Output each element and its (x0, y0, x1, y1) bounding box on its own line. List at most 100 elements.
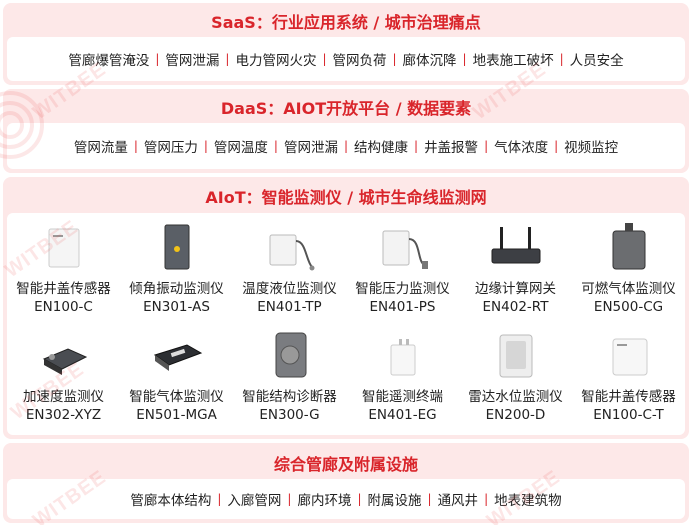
separator: | (322, 52, 327, 66)
separator: | (414, 139, 419, 153)
device-model: EN200-D (485, 407, 546, 423)
device-panel: 智能井盖传感器 EN100-C 倾角振动监测仪 EN301-AS 温度液位监测仪 EN40… (7, 213, 685, 435)
edge-gateway-icon (491, 227, 540, 264)
device-card: 智能遥测终端 EN401-EG (346, 327, 459, 433)
daas-item: 结构健康 (354, 140, 409, 156)
device-model: EN401-EG (368, 407, 437, 423)
device-name: 智能压力监测仪 (355, 281, 450, 297)
device-model: EN301-AS (143, 299, 210, 315)
device-model: EN100-C (34, 299, 93, 315)
base-title: 综合管廊及附属设施 (273, 455, 418, 474)
daas-item: 管网流量 (73, 140, 128, 156)
separator: | (155, 52, 160, 66)
device-model: EN100-C-T (593, 407, 664, 423)
device-card: 温度液位监测仪 EN401-TP (233, 219, 346, 325)
daas-title: DaaS：AIOT开放平台 / 数据要素 (220, 99, 472, 118)
daas-item: 管网泄漏 (283, 140, 338, 156)
accelerometer-icon (42, 348, 87, 375)
device-model: EN401-PS (369, 299, 436, 315)
device-name: 智能井盖传感器 (581, 389, 676, 405)
base-item: 入廊管网 (227, 493, 282, 509)
saas-item: 廊体沉降 (402, 53, 457, 69)
device-model: EN300-G (259, 407, 320, 423)
device-name: 智能气体监测仪 (129, 389, 224, 405)
gas-monitor-icon (612, 223, 645, 270)
radar-level-icon (499, 334, 532, 378)
saas-items: 管廊爆管淹没 | 管网泄漏 | 电力管网火灾 | 管网负荷 | 廊体沉降 | 地表施工破坏 | 人员安全 (7, 37, 685, 81)
device-card: 智能气体监测仪 EN501-MGA (120, 327, 233, 433)
base-item: 通风井 (437, 493, 479, 509)
daas-item: 气体浓度 (494, 140, 549, 156)
saas-item: 管网泄漏 (165, 53, 220, 69)
temp-level-icon (269, 234, 314, 271)
manhole-sensor-icon (48, 228, 79, 268)
base-item: 廊内环境 (297, 493, 352, 509)
device-name: 雷达水位监测仪 (468, 389, 563, 405)
separator: | (133, 139, 138, 153)
device-model: EN500-CG (593, 299, 664, 315)
device-card: 可燃气体监测仪 EN500-CG (572, 219, 685, 325)
device-name: 智能井盖传感器 (16, 281, 111, 297)
device-name: 智能结构诊断器 (242, 389, 337, 405)
base-layer: 综合管廊及附属设施 管廊本体结构|入廊管网|廊内环境|附属设施|通风井|地表建筑… (3, 443, 689, 523)
daas-items: 管网流量|管网压力|管网温度|管网泄漏|结构健康|井盖报警|气体浓度|视频监控 (7, 123, 685, 169)
structure-diagnosis-icon (275, 332, 306, 378)
separator: | (559, 52, 564, 66)
separator: | (484, 492, 489, 506)
base-item: 地表建筑物 (494, 493, 562, 509)
saas-layer: SaaS：行业应用系统 / 城市治理痛点 管廊爆管淹没 | 管网泄漏 | 电力管网火灾 |… (3, 3, 689, 85)
device-name: 温度液位监测仪 (242, 281, 337, 297)
separator: | (357, 492, 362, 506)
telemetry-terminal-icon (390, 339, 415, 376)
base-items: 管廊本体结构|入廊管网|廊内环境|附属设施|通风井|地表建筑物 (7, 479, 685, 519)
daas-layer: DaaS：AIOT开放平台 / 数据要素 管网流量|管网压力|管网温度|管网泄漏… (3, 89, 689, 173)
separator: | (462, 52, 467, 66)
device-grid: 智能井盖传感器 EN100-C 倾角振动监测仪 EN301-AS 温度液位监测仪 EN40… (7, 219, 685, 433)
device-name: 边缘计算网关 (475, 281, 556, 297)
aiot-title: AIoT：智能监测仪 / 城市生命线监测网 (205, 188, 487, 207)
base-item: 管廊本体结构 (130, 493, 212, 509)
saas-item: 电力管网火灾 (235, 53, 317, 69)
saas-item: 管网负荷 (332, 53, 387, 69)
separator: | (392, 52, 397, 66)
separator: | (427, 492, 432, 506)
base-items-panel: 管廊本体结构|入廊管网|廊内环境|附属设施|通风井|地表建筑物 (7, 479, 685, 519)
device-name: 加速度监测仪 (23, 389, 104, 405)
device-card: 雷达水位监测仪 EN200-D (459, 327, 572, 433)
daas-item: 管网压力 (143, 140, 198, 156)
tilt-vibration-icon (164, 224, 189, 270)
separator: | (287, 492, 292, 506)
separator: | (225, 52, 230, 66)
saas-item: 管廊爆管淹没 (68, 53, 150, 69)
aiot-layer: AIoT：智能监测仪 / 城市生命线监测网 智能井盖传感器 EN100-C 倾角振动… (3, 177, 689, 439)
separator: | (343, 139, 349, 153)
device-name: 倾角振动监测仪 (129, 281, 224, 297)
daas-items-panel: 管网流量|管网压力|管网温度|管网泄漏|结构健康|井盖报警|气体浓度|视频监控 (7, 123, 685, 169)
smart-gas-icon (153, 344, 202, 371)
device-card: 智能井盖传感器 EN100-C (7, 219, 120, 325)
saas-items-panel: 管廊爆管淹没 | 管网泄漏 | 电力管网火灾 | 管网负荷 | 廊体沉降 | 地表施工破坏 | 人员安全 (7, 37, 685, 81)
manhole-sensor-t-icon (612, 338, 647, 376)
device-name: 可燃气体监测仪 (581, 281, 676, 297)
device-name: 智能遥测终端 (362, 389, 443, 405)
saas-item: 人员安全 (569, 53, 624, 69)
device-card: 边缘计算网关 EN402-RT (459, 219, 572, 325)
daas-item: 井盖报警 (424, 140, 479, 156)
device-card: 倾角振动监测仪 EN301-AS (120, 219, 233, 325)
saas-title: SaaS：行业应用系统 / 城市治理痛点 (211, 13, 481, 32)
daas-item: 视频监控 (564, 140, 619, 156)
device-model: EN302-XYZ (25, 407, 102, 423)
device-model: EN401-TP (257, 299, 322, 315)
pressure-monitor-icon (382, 230, 428, 269)
device-model: EN501-MGA (136, 407, 217, 423)
separator: | (484, 139, 489, 153)
device-model: EN402-RT (482, 299, 549, 315)
separator: | (203, 139, 208, 153)
device-card: 智能压力监测仪 EN401-PS (346, 219, 459, 325)
device-card: 智能井盖传感器 EN100-C-T (572, 327, 685, 433)
base-item: 附属设施 (367, 493, 422, 509)
saas-item: 地表施工破坏 (472, 53, 554, 69)
separator: | (554, 139, 559, 153)
separator: | (273, 139, 278, 153)
device-card: 智能结构诊断器 EN300-G (233, 327, 346, 433)
